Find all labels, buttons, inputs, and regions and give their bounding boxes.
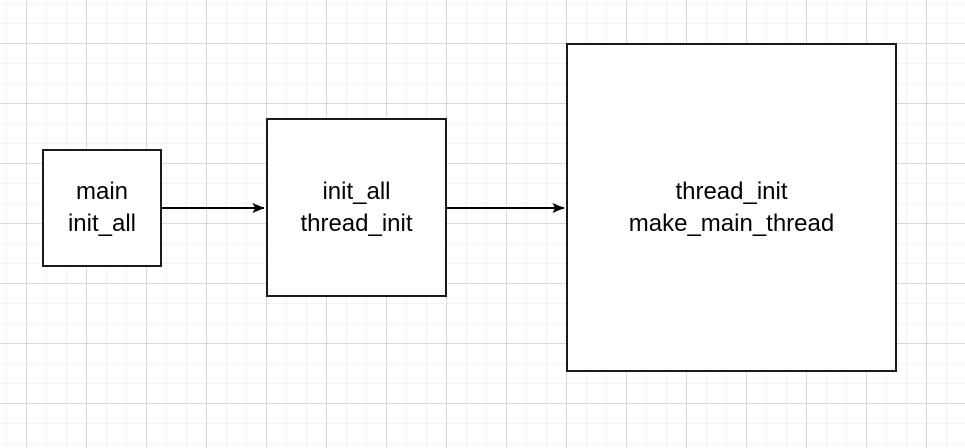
- node-init-all[interactable]: init_all thread_init: [266, 118, 447, 297]
- node-thread-init[interactable]: thread_init make_main_thread: [566, 43, 897, 372]
- node-init-all-label-line-1: init_all: [322, 177, 391, 205]
- node-thread-init-label-line-2: make_main_thread: [628, 209, 835, 237]
- node-main-label-line-1: main: [75, 178, 129, 205]
- node-main-label-line-2: init_all: [67, 210, 137, 237]
- node-init-all-label-line-2: thread_init: [300, 209, 413, 237]
- node-main[interactable]: main init_all: [42, 149, 162, 267]
- node-thread-init-label-line-1: thread_init: [675, 177, 788, 205]
